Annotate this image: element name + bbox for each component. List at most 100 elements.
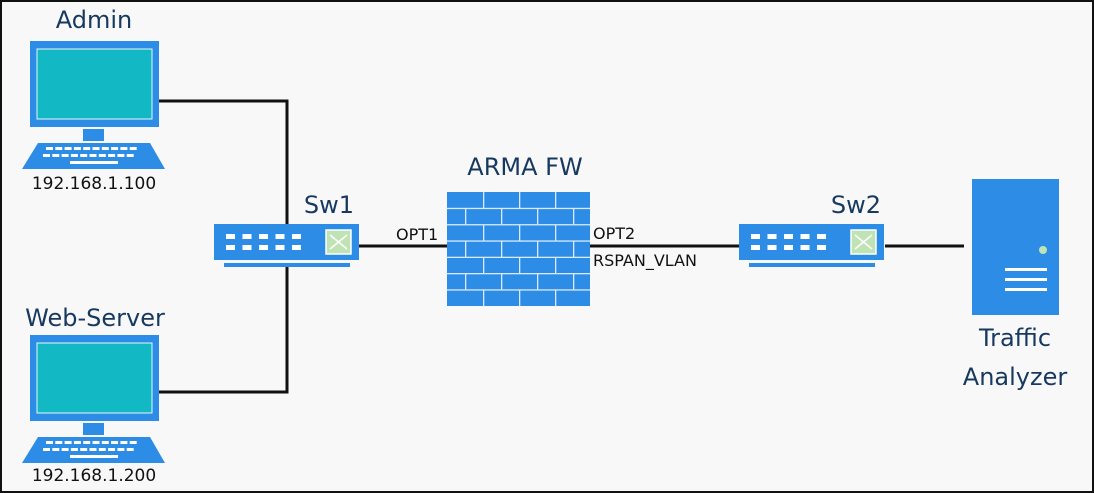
switch-port xyxy=(817,245,826,250)
key xyxy=(89,448,97,451)
analyzer-label-line1: Traffic xyxy=(978,324,1052,352)
key xyxy=(64,147,72,150)
sw1-label: Sw1 xyxy=(303,191,355,219)
monitor-stand xyxy=(83,129,104,141)
switch-base xyxy=(749,263,875,267)
switch-arrows xyxy=(329,234,348,250)
key xyxy=(108,154,116,157)
key xyxy=(108,448,116,451)
key xyxy=(117,154,125,157)
mortar xyxy=(573,240,575,258)
mortar xyxy=(501,208,503,225)
mortar xyxy=(483,257,485,274)
key xyxy=(111,441,119,444)
switch-arrows xyxy=(854,234,873,250)
sw2-switch-icon[interactable] xyxy=(739,224,884,267)
key xyxy=(43,154,50,157)
switch-port xyxy=(767,234,777,239)
monitor-screen xyxy=(36,342,153,414)
key xyxy=(111,147,119,150)
spacebar xyxy=(70,161,118,164)
sw2-label: Sw2 xyxy=(830,191,882,219)
key xyxy=(92,147,100,150)
key xyxy=(70,448,78,451)
key xyxy=(89,154,97,157)
key xyxy=(83,441,91,444)
key xyxy=(55,441,63,444)
mortar xyxy=(573,273,575,290)
mortar xyxy=(555,257,557,274)
key xyxy=(126,448,134,451)
key xyxy=(55,147,63,150)
switch-port xyxy=(800,234,810,239)
key xyxy=(61,448,69,451)
switch-port xyxy=(275,234,285,239)
web-server-ip: 192.168.1.200 xyxy=(31,466,157,486)
switch-port xyxy=(292,234,301,239)
key xyxy=(52,154,60,157)
monitor-stand xyxy=(83,423,104,435)
key xyxy=(126,154,134,157)
web-server-computer-icon[interactable] xyxy=(22,335,165,463)
mortar xyxy=(519,289,521,307)
key xyxy=(46,441,53,444)
mortar xyxy=(447,273,590,275)
switch-port xyxy=(226,234,235,239)
mortar xyxy=(447,224,590,226)
rspan-vlan-label: RSPAN_VLAN xyxy=(593,251,697,270)
server-icon[interactable] xyxy=(972,179,1059,315)
mortar xyxy=(465,208,467,225)
mortar xyxy=(483,192,485,209)
firewall-label: ARMA FW xyxy=(467,153,583,181)
switch-port xyxy=(292,245,301,250)
key xyxy=(101,147,109,150)
key xyxy=(61,154,69,157)
admin-label: Admin xyxy=(55,6,133,34)
key xyxy=(120,441,128,444)
key xyxy=(64,441,72,444)
key xyxy=(129,441,137,444)
mortar xyxy=(447,240,590,242)
switch-port xyxy=(751,234,760,239)
switch-port xyxy=(259,245,268,250)
mortar xyxy=(447,289,590,291)
key xyxy=(52,448,60,451)
switch-port xyxy=(767,245,777,250)
mortar xyxy=(519,192,521,209)
switch-port xyxy=(259,234,268,239)
key xyxy=(92,441,100,444)
link-webserver-sw1 xyxy=(159,264,289,394)
analyzer-label-line2: Analyzer xyxy=(962,363,1068,391)
key xyxy=(43,448,50,451)
mortar xyxy=(537,240,539,258)
key xyxy=(80,154,88,157)
key xyxy=(98,154,106,157)
switch-port xyxy=(275,245,285,250)
mortar xyxy=(519,224,521,241)
spacebar xyxy=(70,455,118,458)
firewall-body xyxy=(447,192,590,306)
key xyxy=(120,147,128,150)
key xyxy=(83,147,91,150)
mortar xyxy=(555,192,557,209)
firewall-icon[interactable] xyxy=(447,192,590,307)
admin-computer-icon[interactable] xyxy=(22,41,165,169)
key xyxy=(101,441,109,444)
sw1-switch-icon[interactable] xyxy=(214,224,359,267)
mortar xyxy=(555,224,557,241)
switch-port xyxy=(800,245,810,250)
mortar xyxy=(501,240,503,258)
mortar xyxy=(483,289,485,307)
mortar xyxy=(501,273,503,290)
monitor-screen xyxy=(36,48,153,120)
web-server-label: Web-Server xyxy=(25,304,165,332)
mortar xyxy=(465,240,467,258)
mortar xyxy=(447,256,590,258)
opt2-label: OPT2 xyxy=(593,224,636,243)
key xyxy=(98,448,106,451)
mortar xyxy=(537,273,539,290)
key xyxy=(73,147,81,150)
mortar xyxy=(555,289,557,307)
